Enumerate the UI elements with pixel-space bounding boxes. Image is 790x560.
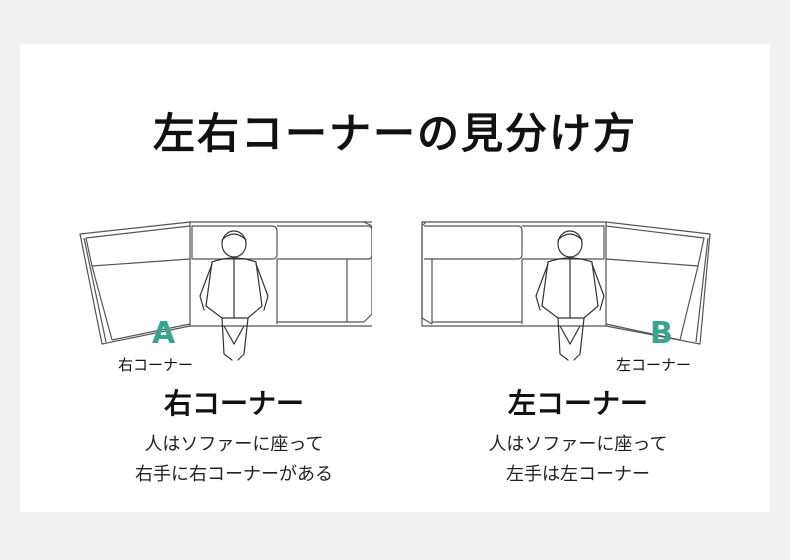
corner-letter-b: B bbox=[650, 316, 673, 351]
person-icon bbox=[199, 230, 269, 361]
description-line: 左手は左コーナー bbox=[506, 464, 650, 485]
right-corner-heading: 右コーナー bbox=[163, 387, 304, 420]
left-corner-description: 人はソファーに座って 左手は左コーナー bbox=[418, 430, 738, 490]
content-card: 左右コーナーの見分け方 bbox=[20, 44, 770, 512]
left-corner-sofa-illustration: B 左コーナー bbox=[418, 214, 718, 375]
sofa-drawing bbox=[79, 221, 372, 361]
description-line: 右手に右コーナーがある bbox=[135, 464, 333, 485]
corner-letter-a: A bbox=[152, 316, 176, 351]
left-corner-heading: 左コーナー bbox=[507, 387, 648, 420]
description-line: 人はソファーに座って bbox=[144, 434, 324, 455]
right-corner-sofa-illustration: A 右コーナー bbox=[72, 214, 372, 375]
right-corner-description: 人はソファーに座って 右手に右コーナーがある bbox=[74, 430, 394, 490]
right-corner-label: 右コーナー bbox=[116, 354, 196, 375]
sofa-drawing bbox=[421, 221, 711, 361]
description-line: 人はソファーに座って bbox=[488, 434, 668, 455]
left-corner-label: 左コーナー bbox=[614, 354, 694, 375]
page-title: 左右コーナーの見分け方 bbox=[152, 109, 637, 158]
person-icon bbox=[535, 230, 605, 361]
